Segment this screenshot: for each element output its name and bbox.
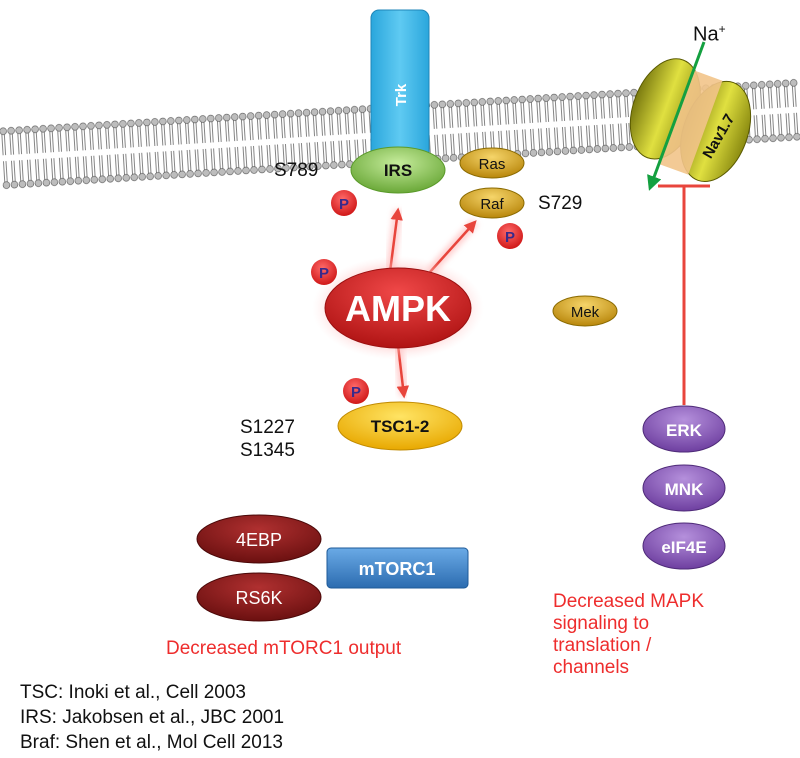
eif4e-node: eIF4E [642,522,726,570]
mapk-caption-line: translation / [553,635,652,656]
mtorc1-output-caption: Decreased mTORC1 output [166,638,402,659]
ras-label: Ras [479,156,506,173]
raf-label: Raf [480,196,504,213]
reference-item: IRS: Jakobsen et al., JBC 2001 [20,707,285,728]
svg-text:P: P [505,229,515,246]
mtorc1-label: mTORC1 [359,559,436,579]
raf-node: Raf [459,187,525,219]
ras-node: Ras [459,147,525,179]
mnk-label: MNK [665,480,704,499]
mnk-node: MNK [642,464,726,512]
svg-text:P: P [319,265,329,282]
site-s1345: S1345 [240,440,295,461]
tsc-label: TSC1-2 [371,417,430,436]
ampk-node: AMPK [312,256,484,360]
svg-text:P: P [351,384,361,401]
site-s729: S729 [538,193,583,214]
trk-receptor: Trk [370,9,430,161]
4ebp-node: 4EBP [196,514,322,564]
sodium-influx-arrow [647,41,706,191]
mek-label: Mek [571,304,600,321]
rs6k-label: RS6K [235,588,282,608]
reference-item: Braf: Shen et al., Mol Cell 2013 [20,732,283,753]
eif4e-label: eIF4E [661,538,706,557]
inhibition-line [658,184,710,405]
site-s789: S789 [274,160,319,181]
erk-label: ERK [666,421,703,440]
tsc-node: TSC1-2 [337,401,463,451]
mek-node: Mek [552,295,618,327]
ampk-label: AMPK [345,288,451,329]
site-s1227: S1227 [240,417,295,438]
phospho-badge-tsc: P [343,378,369,404]
na-ion-label: Na+ [693,22,726,46]
rs6k-node: RS6K [196,572,322,622]
irs-node: IRS [350,146,446,194]
phospho-badge-raf: P [497,223,523,249]
mapk-caption-line: channels [553,657,630,678]
irs-label: IRS [384,161,412,180]
references: TSC: Inoki et al., Cell 2003 IRS: Jakobs… [20,680,284,755]
mapk-caption-line: Decreased MAPK [553,591,705,612]
reference-item: TSC: Inoki et al., Cell 2003 [20,682,246,703]
mtorc1-node: mTORC1 [326,547,469,589]
phospho-badge-ampk: P [311,259,337,285]
erk-node: ERK [642,405,726,453]
mapk-output-caption: Decreased MAPK signaling to translation … [553,591,704,679]
mapk-caption-line: signaling to [553,613,650,634]
nav17-channel: Nav1.7 [629,58,752,183]
svg-text:P: P [339,196,349,213]
trk-label: Trk [393,83,410,106]
phospho-badge-irs: P [331,190,357,216]
4ebp-label: 4EBP [236,530,282,550]
